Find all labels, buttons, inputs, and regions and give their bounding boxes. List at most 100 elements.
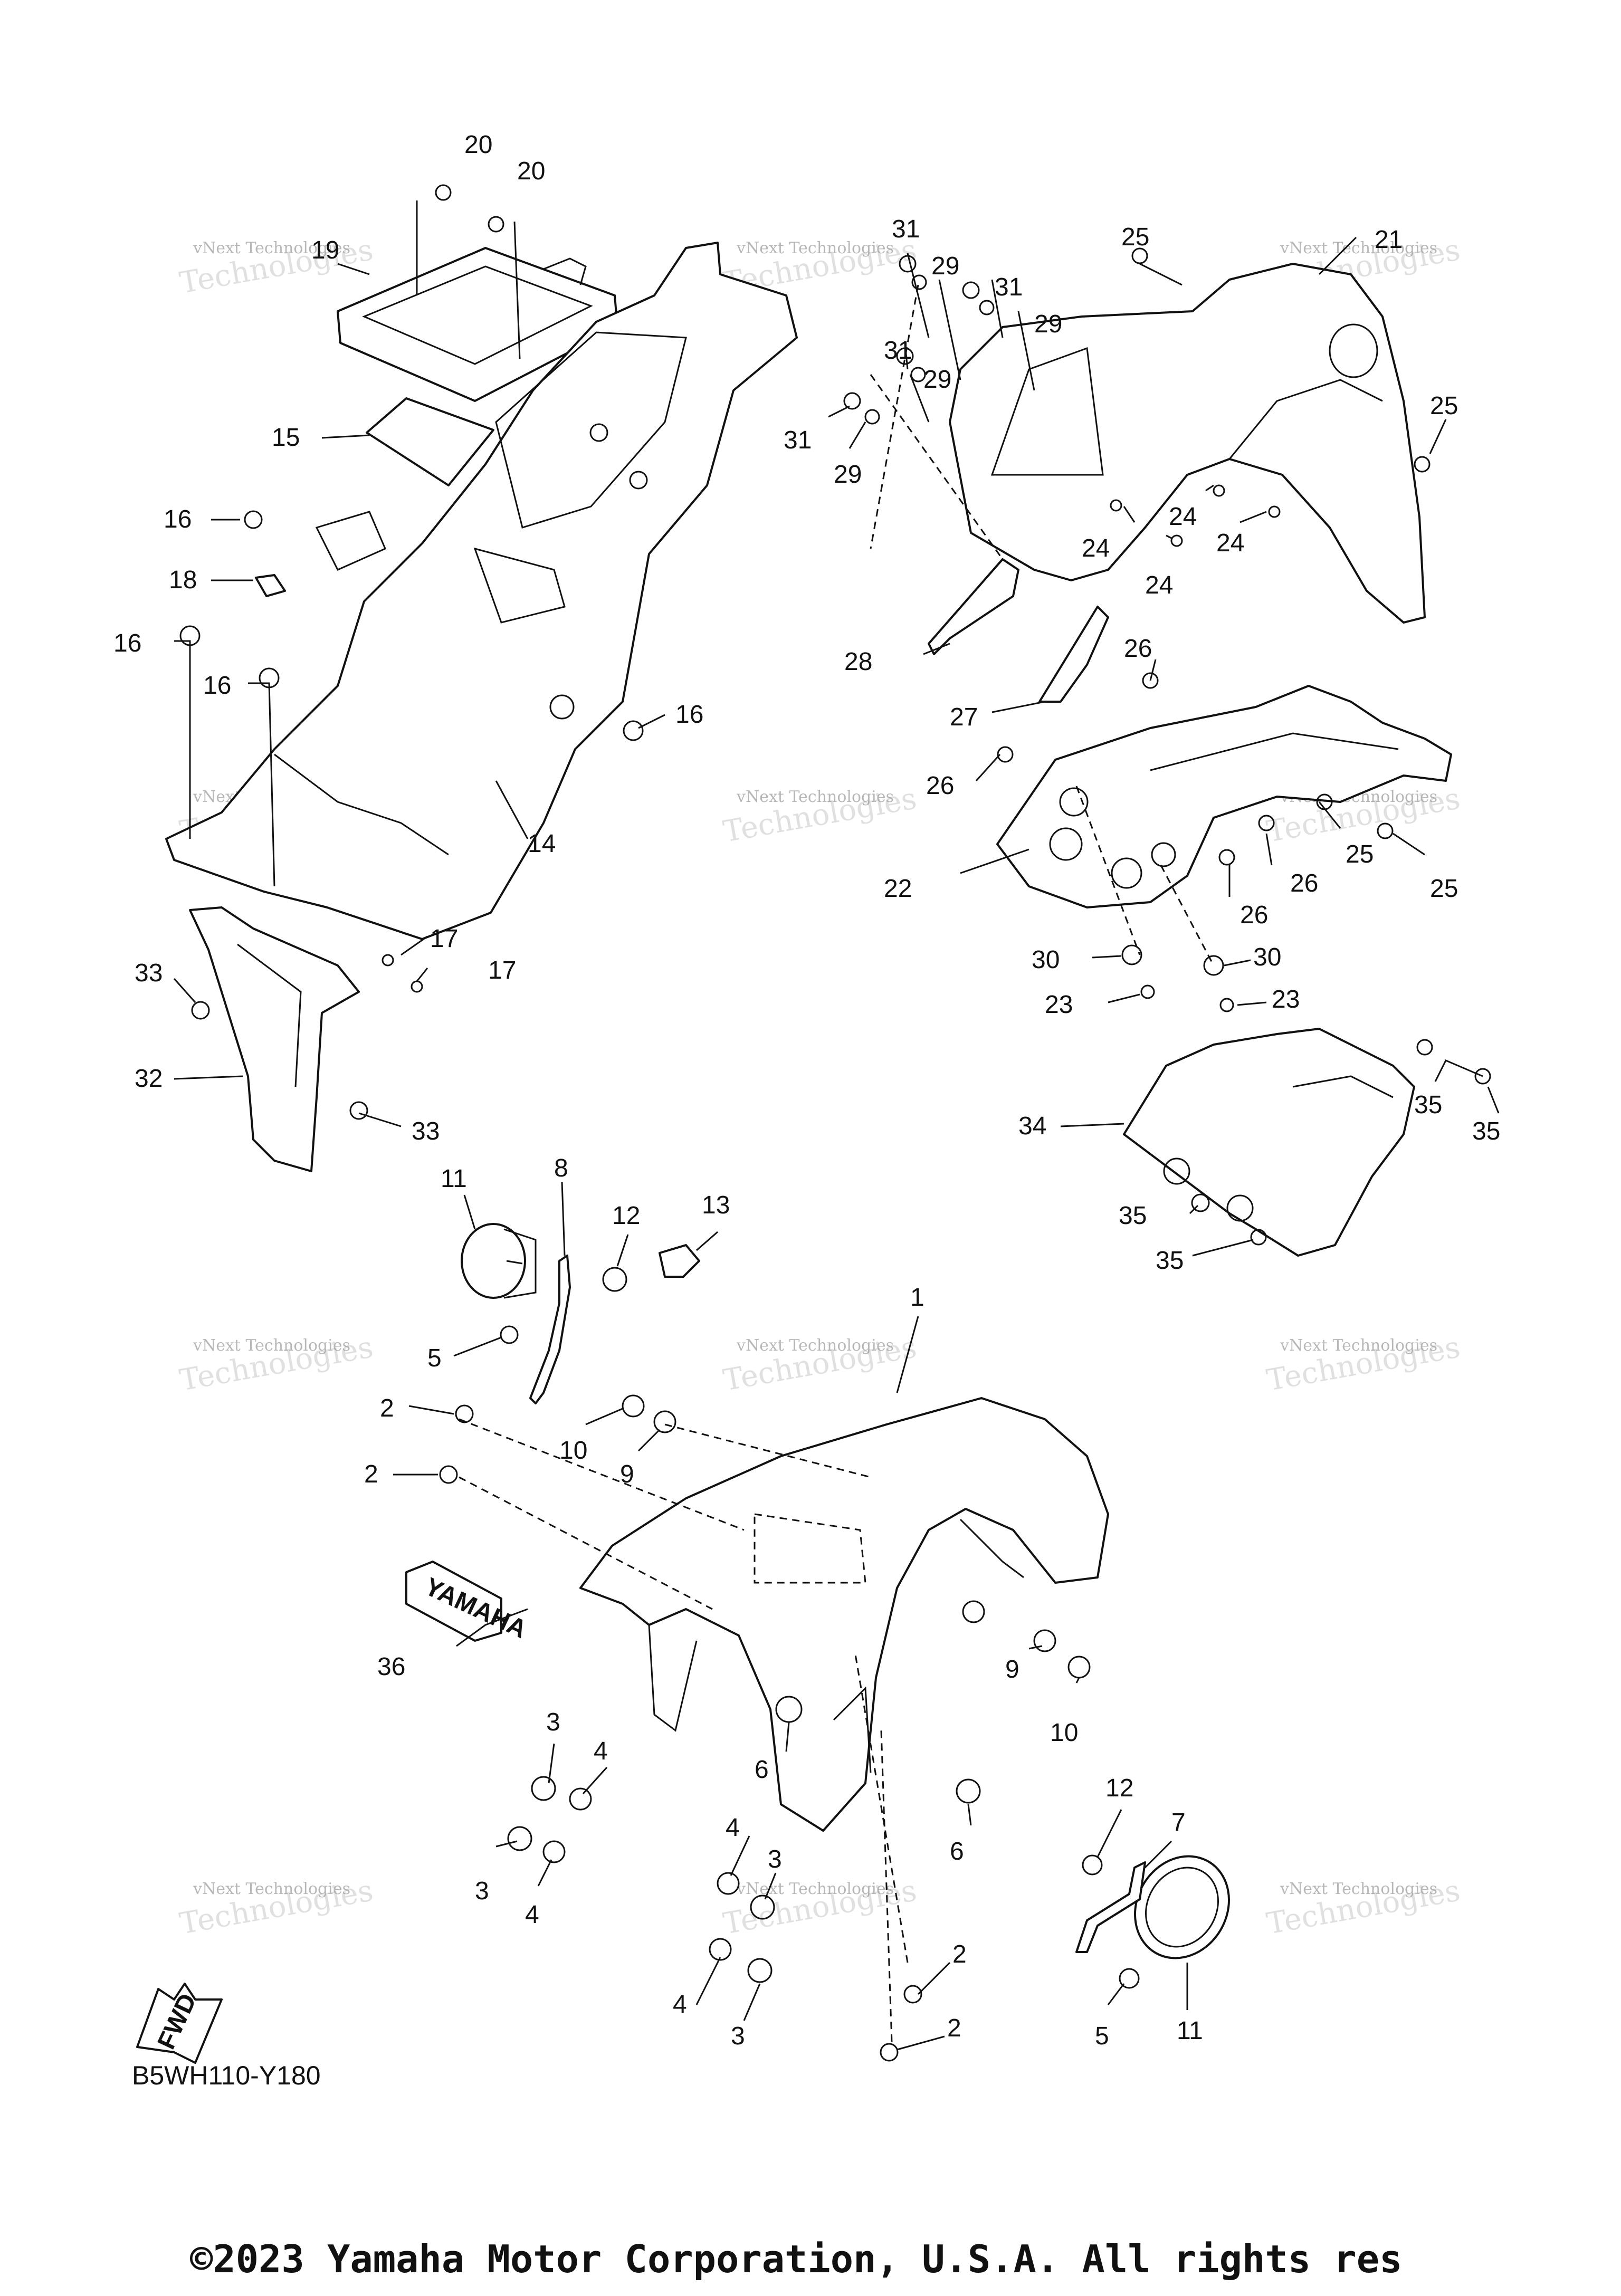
watermark-small: vNext Technologies bbox=[1280, 1336, 1437, 1355]
callout-label: 29 bbox=[834, 461, 862, 489]
part-11-reflector-upper bbox=[461, 1223, 537, 1299]
callout-label: 29 bbox=[923, 366, 951, 394]
assembly-lines bbox=[459, 284, 1215, 2042]
part-34-cover bbox=[1123, 1028, 1415, 1257]
callout-label: 10 bbox=[559, 1437, 587, 1465]
callout-label: 25 bbox=[1430, 392, 1458, 420]
callout-label: 26 bbox=[1290, 869, 1318, 897]
callout-label: 24 bbox=[1169, 503, 1197, 531]
watermark: Technologies vNext Technologies bbox=[1264, 1873, 1463, 1941]
part-1-front-fender bbox=[579, 1397, 1109, 1832]
watermark: Technologies vNext Technologies bbox=[177, 1873, 376, 1941]
callout-label: 24 bbox=[1145, 571, 1173, 599]
callout-label: 26 bbox=[926, 772, 954, 800]
part-36-decal: YAMAHA bbox=[405, 1561, 531, 1644]
callout-label: 16 bbox=[113, 629, 141, 657]
watermark-small: vNext Technologies bbox=[1280, 239, 1437, 257]
callout-label: 8 bbox=[554, 1154, 568, 1182]
callout-label: 9 bbox=[1005, 1656, 1019, 1683]
callout-label: 4 bbox=[525, 1901, 539, 1929]
leader-lines bbox=[173, 200, 1500, 2051]
part-11-reflector-lower bbox=[1134, 1855, 1230, 1959]
watermark-small: vNext Technologies bbox=[193, 239, 350, 257]
callout-label: 32 bbox=[135, 1065, 163, 1093]
part-27-stay bbox=[1038, 606, 1109, 703]
callout-label: 33 bbox=[135, 959, 163, 987]
callout-label: 14 bbox=[528, 830, 556, 858]
callout-label: 26 bbox=[1240, 901, 1268, 929]
watermark: Technologies vNext Technologies bbox=[721, 1330, 919, 1398]
callout-label: 16 bbox=[675, 701, 703, 729]
callout-label: 16 bbox=[203, 672, 231, 700]
callout-label: 36 bbox=[377, 1653, 405, 1681]
diagram-code: B5WH110-Y180 bbox=[132, 2061, 321, 2090]
callout-label: 28 bbox=[844, 648, 872, 676]
callout-label: 23 bbox=[1045, 991, 1073, 1019]
callout-label: 4 bbox=[594, 1737, 608, 1765]
part-28-stay bbox=[928, 558, 1019, 655]
part-32-mudflap bbox=[189, 906, 360, 1172]
watermark-small: vNext Technologies bbox=[193, 1880, 350, 1898]
callout-label: 22 bbox=[884, 875, 912, 903]
watermark-small: vNext Technologies bbox=[736, 788, 894, 806]
callout-label: 25 bbox=[1346, 840, 1374, 868]
callout-label: 2 bbox=[380, 1394, 394, 1422]
callout-label: 5 bbox=[1095, 2022, 1109, 2050]
callout-label: 16 bbox=[164, 505, 192, 533]
callout-label: 11 bbox=[441, 1165, 467, 1193]
callout-label: 11 bbox=[1177, 2017, 1203, 2045]
callout-label: 12 bbox=[1105, 1774, 1133, 1802]
callout-label: 17 bbox=[488, 956, 516, 984]
callout-label: 30 bbox=[1253, 943, 1281, 971]
callout-label: 20 bbox=[517, 157, 545, 185]
callout-label: 25 bbox=[1121, 223, 1149, 251]
watermark: Technologies vNext Technologies bbox=[1264, 1330, 1463, 1398]
callout-label: 2 bbox=[952, 1940, 967, 1968]
callout-label: 20 bbox=[464, 131, 492, 159]
part-13-clamp bbox=[659, 1244, 700, 1278]
watermark: Technologies vNext Technologies bbox=[721, 781, 919, 849]
watermark-small: vNext Technologies bbox=[736, 239, 894, 257]
callout-label: 31 bbox=[784, 426, 812, 454]
callout-label: 2 bbox=[364, 1460, 378, 1488]
callout-label: 24 bbox=[1216, 529, 1244, 557]
callout-label: 2 bbox=[947, 2014, 961, 2042]
callout-label: 26 bbox=[1124, 635, 1152, 663]
watermark: Technologies vNext Technologies bbox=[177, 1330, 376, 1398]
callout-label: 21 bbox=[1375, 226, 1403, 254]
fasteners bbox=[179, 184, 1491, 2062]
callout-label: 29 bbox=[931, 252, 959, 280]
callout-label: 5 bbox=[427, 1344, 442, 1372]
callout-label: 10 bbox=[1050, 1719, 1078, 1747]
part-18-damper bbox=[255, 574, 286, 597]
callout-label: 35 bbox=[1156, 1247, 1184, 1275]
callout-label: 34 bbox=[1018, 1112, 1046, 1140]
callout-label: 23 bbox=[1272, 986, 1300, 1013]
callout-label: 7 bbox=[1171, 1809, 1186, 1836]
part-22-bracket bbox=[996, 685, 1452, 908]
watermark-small: vNext Technologies bbox=[193, 1336, 350, 1355]
callout-label: 3 bbox=[546, 1708, 560, 1736]
callout-label: 6 bbox=[950, 1838, 964, 1866]
callout-label: 35 bbox=[1119, 1202, 1147, 1230]
callout-label: 25 bbox=[1430, 875, 1458, 903]
part-15-pad bbox=[366, 397, 494, 486]
callout-group: 20 20 19 15 16 18 16 16 16 14 17 17 33 3… bbox=[113, 131, 1500, 2050]
callout-label: 3 bbox=[475, 1877, 489, 1905]
callout-label: 4 bbox=[726, 1814, 740, 1842]
callout-label: 6 bbox=[755, 1756, 769, 1784]
callout-label: 19 bbox=[311, 236, 339, 264]
part-14-rear-fender bbox=[165, 242, 798, 940]
callout-label: 30 bbox=[1032, 946, 1060, 974]
callout-label: 31 bbox=[892, 215, 920, 243]
callout-label: 15 bbox=[272, 424, 300, 452]
callout-label: 9 bbox=[620, 1460, 634, 1488]
fwd-arrow-icon: FWD bbox=[136, 1983, 223, 2064]
callout-label: 12 bbox=[612, 1202, 640, 1230]
part-21-tail-cowl bbox=[949, 263, 1426, 624]
callout-label: 29 bbox=[1034, 310, 1062, 338]
callout-label: 24 bbox=[1082, 534, 1110, 562]
callout-label: 3 bbox=[768, 1845, 782, 1873]
callout-label: 13 bbox=[702, 1191, 730, 1219]
